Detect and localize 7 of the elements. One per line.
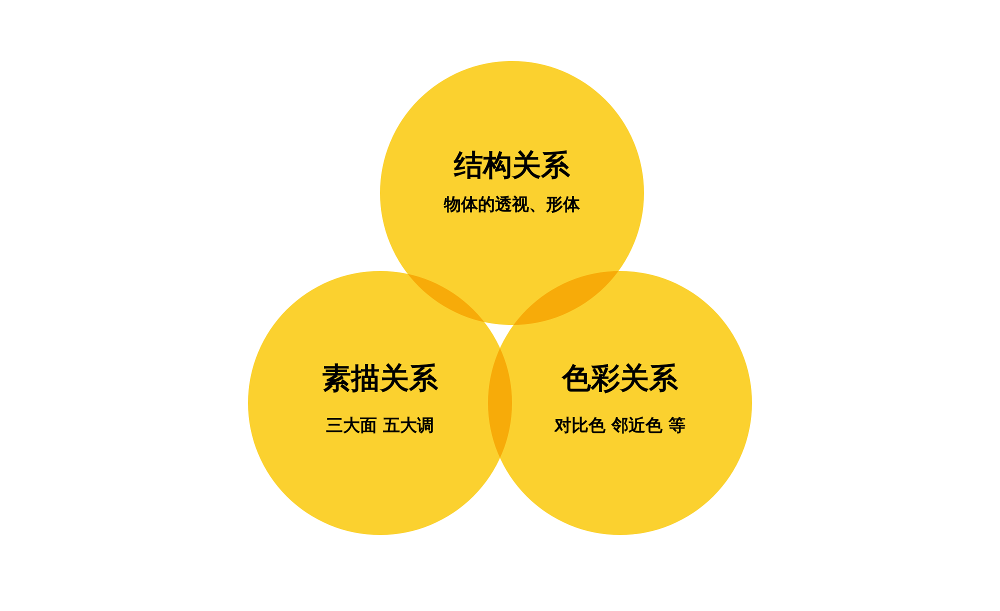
circle-subheading: 物体的透视、形体	[444, 196, 580, 216]
circle-heading: 素描关系	[322, 362, 438, 396]
circle-subheading: 对比色 邻近色 等	[554, 417, 686, 437]
circle-heading: 结构关系	[454, 149, 570, 182]
venn-circle	[488, 271, 752, 535]
circle-heading: 色彩关系	[562, 362, 678, 396]
circle-subheading: 三大面 五大调	[326, 417, 434, 437]
